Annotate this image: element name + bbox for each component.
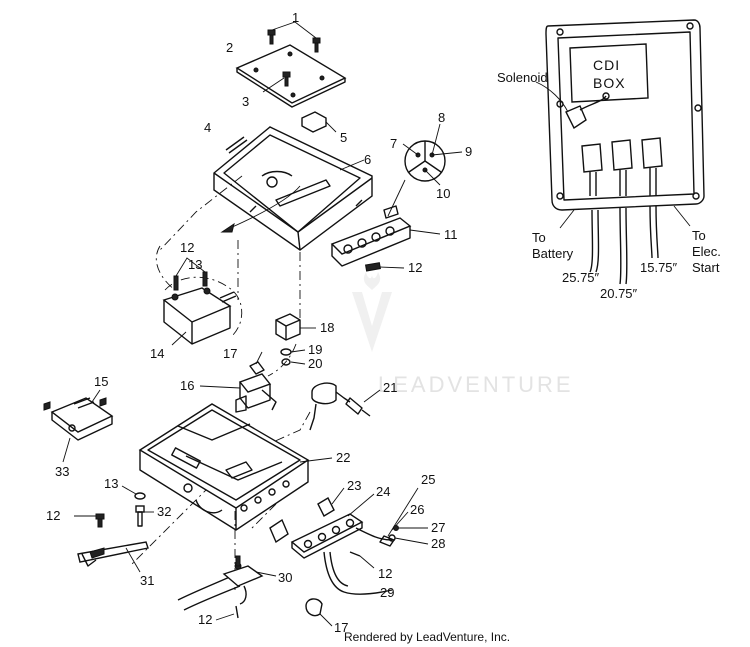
- box-lid: [213, 126, 373, 251]
- callout-12-cdi: 12: [180, 240, 194, 255]
- washer-13-lower: [121, 485, 146, 500]
- callout-32: 32: [157, 504, 171, 519]
- callout-4: 4: [204, 120, 211, 135]
- screw-12-left: [74, 513, 105, 528]
- callout-2: 2: [226, 40, 233, 55]
- callout-18: 18: [320, 320, 334, 335]
- callout-13-upper: 13: [188, 257, 202, 272]
- callout-29: 29: [380, 585, 394, 600]
- grommet-left: [269, 518, 289, 544]
- callout-13-lower: 13: [104, 476, 118, 491]
- callout-27: 27: [431, 520, 445, 535]
- wiring-inset: CDI BOX Solenoid To Battery To Elec. Sta…: [497, 19, 721, 301]
- callout-12-left: 12: [46, 508, 60, 523]
- bolt-32: [135, 505, 154, 527]
- to-battery-line2: Battery: [532, 246, 574, 261]
- callout-17-lower: 17: [334, 620, 348, 635]
- callout-25: 25: [421, 472, 435, 487]
- relay-washers: [280, 348, 306, 366]
- callout-12-lower: 12: [378, 566, 392, 581]
- callout-16: 16: [180, 378, 194, 393]
- cdi-module: [162, 257, 237, 346]
- screw-12-bottom: [215, 605, 239, 621]
- cdi-box-label-line1: CDI: [593, 57, 620, 73]
- small-connector: [301, 111, 337, 133]
- callout-24: 24: [376, 484, 390, 499]
- callout-labels: 1 2 3 4 5 6 7 8 9 10 11 12 12 13 14 15 1…: [46, 10, 472, 635]
- watermark-logo: [352, 272, 392, 352]
- callout-28: 28: [431, 536, 445, 551]
- ignition-coil: [309, 382, 381, 431]
- callout-11: 11: [444, 227, 458, 242]
- callout-8: 8: [438, 110, 445, 125]
- callout-10: 10: [436, 186, 450, 201]
- rotation-arrow: [220, 185, 301, 233]
- callout-31: 31: [140, 573, 154, 588]
- callout-23: 23: [347, 478, 361, 493]
- callout-19: 19: [308, 342, 322, 357]
- grommet-23: [317, 487, 345, 517]
- nut-27-28: [388, 525, 429, 545]
- watermark-text: LEADVENTURE: [378, 372, 574, 397]
- wire-harness-29: [323, 551, 393, 595]
- plate-screws: [262, 21, 321, 93]
- solenoid-label: Solenoid: [497, 70, 548, 85]
- cdi-box-label-line2: BOX: [593, 75, 626, 91]
- rectifier-bracket: [199, 373, 277, 413]
- callout-9: 9: [465, 144, 472, 159]
- watermark: LEADVENTURE: [352, 272, 574, 397]
- screw-12-upper: [364, 262, 405, 272]
- cap-17-lower: [305, 598, 333, 627]
- connector-pin-detail: [387, 123, 463, 217]
- callout-33: 33: [55, 464, 69, 479]
- wire-length-20-75: 20.75″: [600, 286, 638, 301]
- callout-14: 14: [150, 346, 164, 361]
- callout-15: 15: [94, 374, 108, 389]
- callout-26: 26: [410, 502, 424, 517]
- to-elec-start-line2: Elec.: [692, 244, 721, 259]
- voltage-regulator: [43, 389, 114, 463]
- callout-30: 30: [278, 570, 292, 585]
- cable-clamp-30: [177, 555, 277, 611]
- callout-3: 3: [242, 94, 249, 109]
- to-elec-start-line3: Start: [692, 260, 720, 275]
- grommet-strip: [330, 205, 441, 267]
- relay: [275, 313, 316, 341]
- callout-7: 7: [390, 136, 397, 151]
- callout-1: 1: [292, 10, 299, 25]
- ground-wire: [225, 136, 248, 154]
- mounting-plate: [235, 44, 347, 108]
- callout-22: 22: [336, 450, 350, 465]
- callout-21: 21: [383, 380, 397, 395]
- footer-credit: Rendered by LeadVenture, Inc.: [344, 630, 510, 644]
- callout-20: 20: [308, 356, 322, 371]
- callout-12-upper: 12: [408, 260, 422, 275]
- screw-12-lower: [349, 551, 375, 569]
- wire-length-15-75: 15.75″: [640, 260, 678, 275]
- terminal-plate-24: [290, 493, 375, 559]
- to-elec-start-line1: To: [692, 228, 706, 243]
- callout-12-bottom: 12: [198, 612, 212, 627]
- callout-17-upper: 17: [223, 346, 237, 361]
- callout-6: 6: [364, 152, 371, 167]
- box-base: [138, 403, 333, 531]
- callout-5: 5: [340, 130, 347, 145]
- cap-17-upper: [249, 351, 265, 375]
- to-battery-line1: To: [532, 230, 546, 245]
- wire-length-25-75: 25.75″: [562, 270, 600, 285]
- bracket-31: [77, 541, 149, 573]
